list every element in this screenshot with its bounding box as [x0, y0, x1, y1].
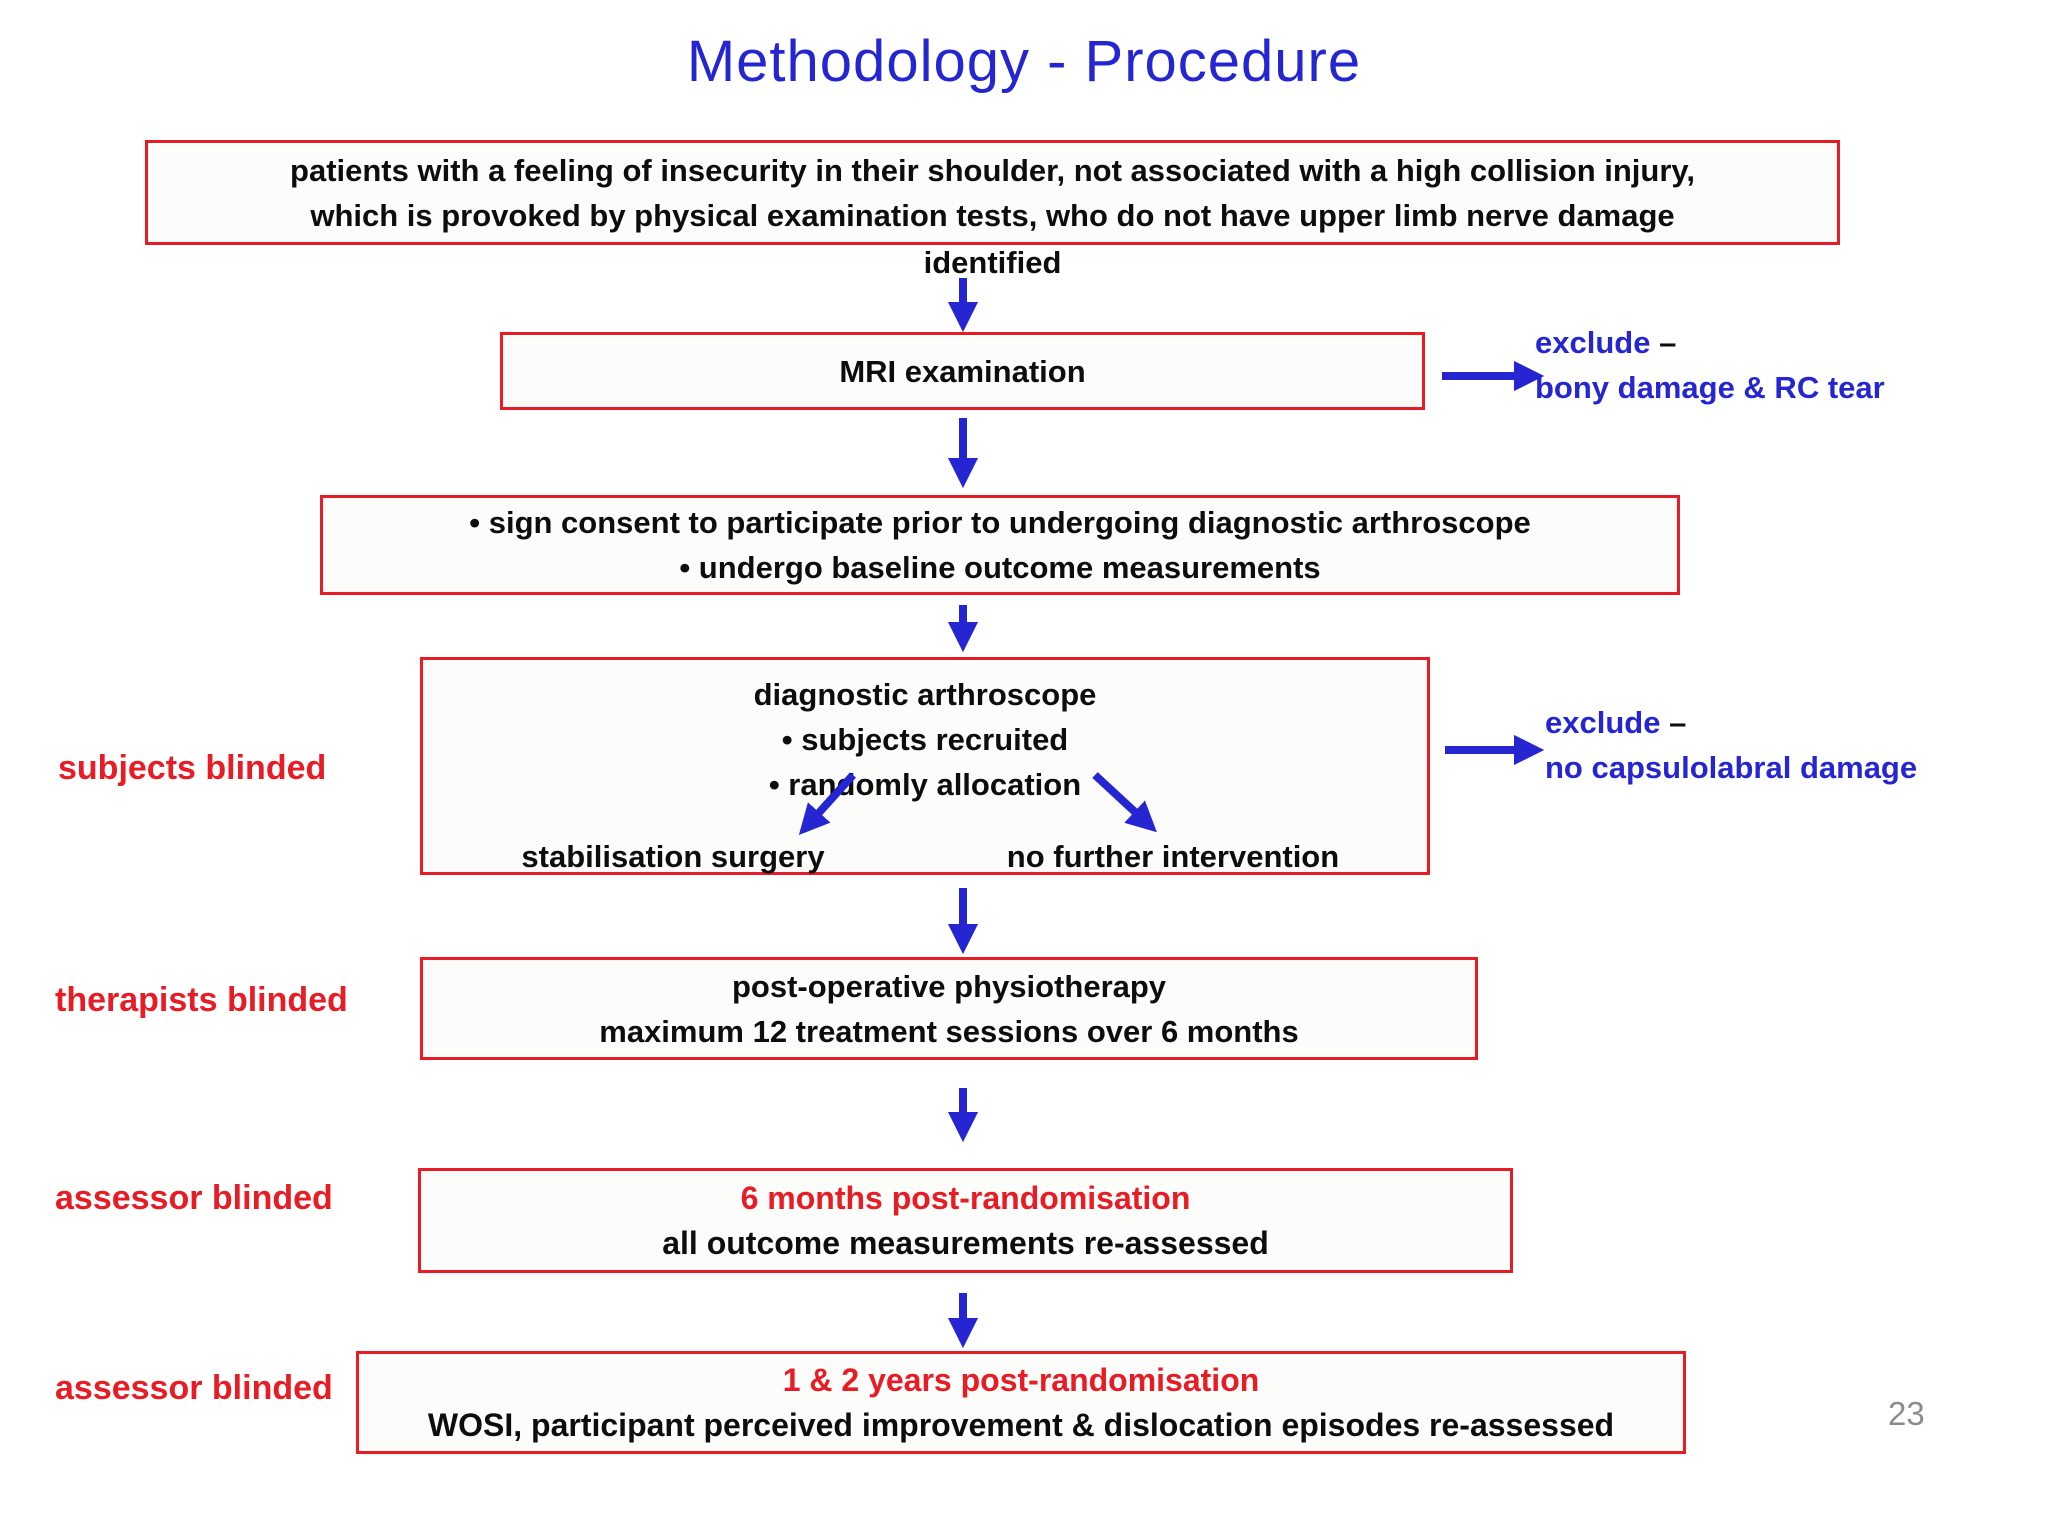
arthroscope-bullet1: • subjects recruited [781, 722, 1069, 757]
exclude-note-mri: exclude – bony damage & RC tear [1535, 320, 1885, 410]
arthroscope-heading: diagnostic arthroscope [753, 677, 1097, 712]
side-label-assessor-blinded-years: assessor blinded [55, 1369, 333, 1407]
page-title: Methodology - Procedure [686, 29, 1362, 94]
exclude-mri-label: exclude [1535, 325, 1651, 360]
eligibility-line1: patients with a feeling of insecurity in… [290, 152, 1695, 188]
consent-box: • sign consent to participate prior to u… [320, 495, 1680, 595]
exclude-mri-dash: – [1659, 325, 1677, 360]
branch-stabilisation-surgery: stabilisation surgery [521, 839, 825, 874]
physiotherapy-line1: post-operative physiotherapy [731, 968, 1167, 1004]
exclude-mri-detail: bony damage & RC tear [1535, 370, 1885, 405]
arthroscope-bullet2: • randomly allocation [768, 767, 1082, 802]
mri-label: MRI examination [839, 353, 1086, 389]
exclude-arthroscope-line1: exclude – [1545, 700, 1917, 745]
six-months-line1: 6 months post-randomisation [740, 1179, 1191, 1216]
exclude-mri-line1: exclude – [1535, 320, 1885, 365]
physiotherapy-box: post-operative physiotherapy maximum 12 … [420, 957, 1478, 1060]
consent-line2: • undergo baseline outcome measurements [679, 550, 1321, 585]
physiotherapy-line2: maximum 12 treatment sessions over 6 mon… [599, 1013, 1299, 1049]
one-two-years-line2: WOSI, participant perceived improvement … [427, 1406, 1615, 1443]
one-two-years-box: 1 & 2 years post-randomisation WOSI, par… [356, 1351, 1686, 1454]
eligibility-line2: which is provoked by physical examinatio… [310, 197, 1675, 233]
branch-no-further-intervention: no further intervention [1006, 839, 1340, 874]
mri-examination-box: MRI examination [500, 332, 1425, 410]
exclude-note-arthroscope: exclude – no capsulolabral damage [1545, 700, 1917, 790]
page-number: 23 [1888, 1395, 1925, 1432]
six-months-line2: all outcome measurements re-assessed [662, 1224, 1269, 1261]
eligibility-overflow-text: identified [923, 245, 1062, 280]
arthroscope-box: diagnostic arthroscope • subjects recrui… [420, 657, 1430, 875]
exclude-arthroscope-dash: – [1669, 705, 1687, 740]
consent-line1: • sign consent to participate prior to u… [469, 505, 1531, 540]
side-label-therapists-blinded: therapists blinded [55, 981, 348, 1019]
eligibility-box: patients with a feeling of insecurity in… [145, 140, 1840, 245]
exclude-arthroscope-label: exclude [1545, 705, 1661, 740]
six-months-box: 6 months post-randomisation all outcome … [418, 1168, 1513, 1273]
one-two-years-line1: 1 & 2 years post-randomisation [782, 1361, 1260, 1398]
side-label-subjects-blinded: subjects blinded [58, 749, 327, 787]
exclude-arthroscope-detail: no capsulolabral damage [1545, 750, 1918, 785]
side-label-assessor-blinded-6-months: assessor blinded [55, 1179, 333, 1217]
